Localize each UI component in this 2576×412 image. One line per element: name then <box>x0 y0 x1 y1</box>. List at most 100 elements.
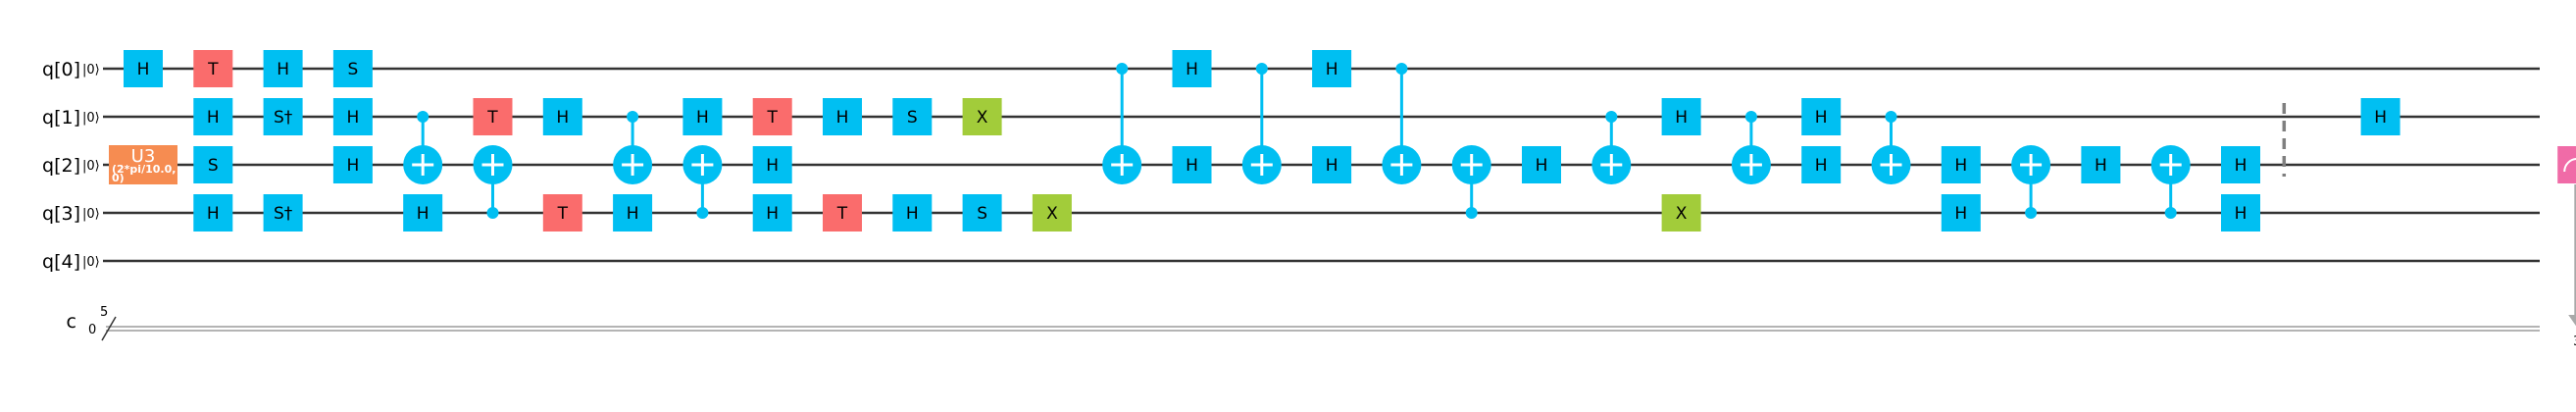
gate-label: H <box>627 204 639 224</box>
classical-register-init: 0 <box>88 323 96 337</box>
gate-cnot <box>1591 111 1632 184</box>
cnot-control <box>1116 63 1129 75</box>
gate-label: H <box>347 156 360 176</box>
gate-box <box>1172 146 1212 183</box>
gate-cnot <box>1382 63 1422 184</box>
gate-label: H <box>906 204 919 224</box>
gate-h: H <box>1941 146 1981 183</box>
gate-label: T <box>486 108 498 128</box>
cnot-control <box>2025 207 2038 219</box>
gate-label: S† <box>274 204 293 224</box>
gate-label: H <box>1954 156 1967 176</box>
qubit-init-state: |0⟩ <box>82 207 100 222</box>
gate-box <box>542 98 582 135</box>
cnot-control <box>417 111 429 123</box>
gate-label: S <box>977 204 987 224</box>
gate-h: H <box>1312 146 1352 183</box>
gate-h: H <box>2221 194 2260 232</box>
gate-s: S <box>962 194 1002 232</box>
gate-cnot <box>473 145 513 219</box>
gate-label: H <box>836 108 849 128</box>
gate-box <box>892 98 933 135</box>
gate-h: H <box>2081 146 2121 183</box>
gate-label: H <box>1186 60 1198 79</box>
cnot-control <box>1605 111 1618 123</box>
classical-register-label: c <box>67 311 76 333</box>
gate-label: H <box>347 108 360 128</box>
meter-arc <box>2563 158 2576 173</box>
cnot-control <box>1395 63 1408 75</box>
gate-cnot <box>1102 63 1142 184</box>
measure-arrow <box>2568 315 2576 327</box>
gate-cnot <box>682 145 723 219</box>
gate-box <box>892 194 933 232</box>
gate-s: S <box>892 98 933 135</box>
gate-h: H <box>2221 146 2260 183</box>
classical-register-size: 5 <box>100 305 108 320</box>
gate-cnot <box>613 111 653 184</box>
gate-cnot <box>1241 63 1282 184</box>
gate-box <box>2221 146 2260 183</box>
gate-box <box>1032 194 1072 232</box>
wires-layer <box>101 67 2540 341</box>
gate-box <box>263 50 303 87</box>
gate-label: H <box>696 108 709 128</box>
gate-label: X <box>1046 204 1058 224</box>
gate-box <box>1941 194 1981 232</box>
qubit-label: q[2] <box>42 155 80 177</box>
gate-label: H <box>207 204 220 224</box>
gate-h: H <box>892 194 933 232</box>
gate-t: T <box>823 194 862 232</box>
gate-cnot <box>403 111 443 184</box>
gate-x: X <box>1661 194 1701 232</box>
gate-measure: 3 <box>2557 146 2576 349</box>
gate-box <box>263 194 303 232</box>
gate-label: H <box>1536 156 1548 176</box>
gate-s: S <box>332 50 373 87</box>
gate-u3: U3(2*pi/10.0,0) <box>109 145 177 184</box>
gate-cnot <box>1451 145 1491 219</box>
gate-box <box>682 98 723 135</box>
gate-label: H <box>1815 156 1828 176</box>
gate-label: H <box>556 108 569 128</box>
gate-box <box>1312 50 1352 87</box>
gate-box <box>1172 50 1212 87</box>
gate-label: H <box>1675 108 1688 128</box>
gate-box <box>1522 146 1561 183</box>
gate-box <box>403 194 443 232</box>
gate-box <box>962 194 1002 232</box>
gate-h: H <box>403 194 443 232</box>
gate-label: H <box>766 156 779 176</box>
gate-h: H <box>752 194 792 232</box>
gate-h: H <box>1172 146 1212 183</box>
gate-box <box>2221 194 2260 232</box>
gate-box <box>332 146 373 183</box>
gate-label: H <box>1954 204 1967 224</box>
gate-param: 0) <box>112 172 125 184</box>
bundle-slash <box>101 316 117 341</box>
gate-label: X <box>977 108 988 128</box>
gate-h: H <box>1801 98 1842 135</box>
gate-s: S <box>193 146 233 183</box>
gate-label: S <box>907 108 918 128</box>
gate-h: H <box>752 146 792 183</box>
gate-h: H <box>1661 98 1701 135</box>
gate-t: T <box>542 194 582 232</box>
gate-h: H <box>332 98 373 135</box>
gate-box <box>193 98 233 135</box>
gate-cnot <box>1731 111 1771 184</box>
gate-box <box>962 98 1002 135</box>
gate-label: H <box>2374 108 2387 128</box>
gate-box <box>823 194 862 232</box>
gate-h: H <box>1312 50 1352 87</box>
gate-h: H <box>542 98 582 135</box>
gate-label: H <box>2235 204 2248 224</box>
cnot-control <box>1255 63 1268 75</box>
qubit-label: q[4] <box>42 251 80 273</box>
cnot-control <box>1465 207 1478 219</box>
gate-box <box>2081 146 2121 183</box>
gate-box <box>193 146 233 183</box>
gate-h: H <box>332 146 373 183</box>
